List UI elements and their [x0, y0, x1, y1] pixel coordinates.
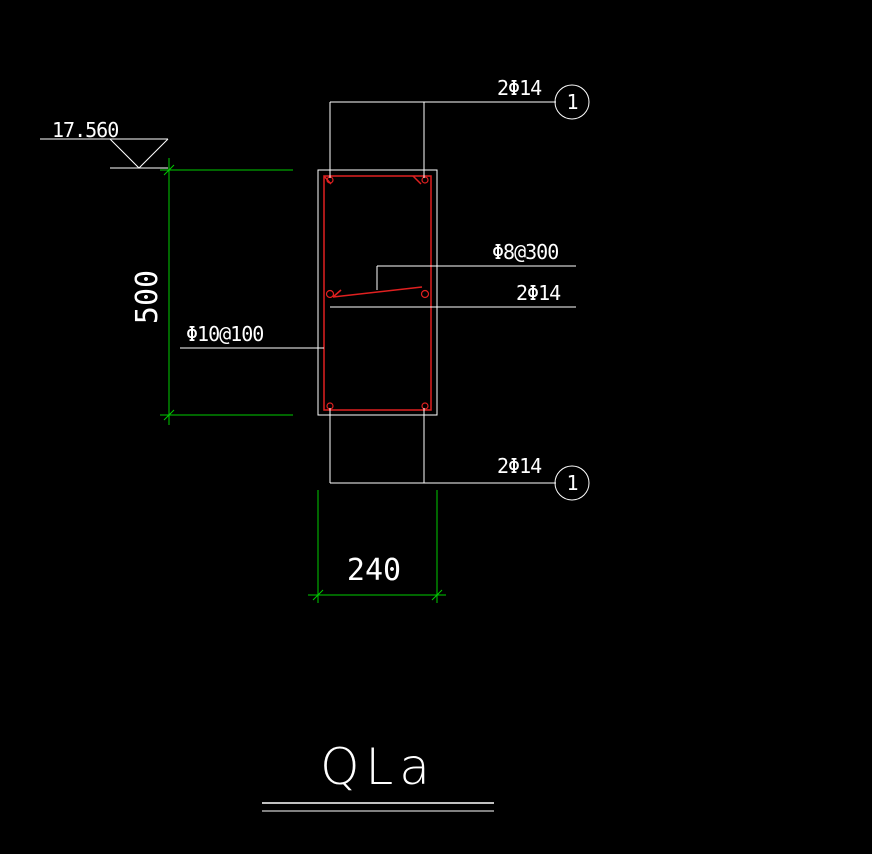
height-dimension-value: 500	[130, 270, 165, 324]
stirrup-hook-right	[412, 175, 422, 185]
section-mark-top-circle	[554, 84, 590, 120]
top-bars-leader	[329, 84, 590, 178]
elevation-mark: 17.560	[40, 118, 169, 169]
height-tick-bottom	[163, 409, 175, 421]
section-mark-bottom-number: 1	[566, 471, 577, 495]
middle-bars-callout: 2Φ14	[516, 281, 561, 305]
width-dimension-value: 240	[347, 553, 401, 588]
height-dimension	[160, 158, 293, 425]
elevation-triangle-icon	[109, 138, 169, 169]
bottom-bars-leader	[329, 408, 590, 501]
section-mark-top-number: 1	[566, 90, 577, 114]
drawing-title: QLa	[320, 738, 436, 796]
height-tick-top	[163, 164, 175, 176]
beam-outline	[317, 169, 438, 416]
rebar-bottom-right	[421, 402, 429, 410]
tie-hook-left	[332, 289, 342, 298]
rebar-middle-left	[325, 289, 335, 299]
elevation-value: 17.560	[52, 118, 118, 142]
stirrup	[323, 175, 432, 411]
rebar-middle-right	[420, 289, 430, 299]
width-tick-left	[312, 589, 324, 601]
top-bars-callout: 2Φ14	[497, 76, 542, 100]
rebar-top-right	[421, 176, 429, 184]
rebar-dots	[325, 176, 430, 410]
width-dimension	[308, 490, 446, 603]
middle-tie-leader	[376, 265, 576, 290]
stirrup-callout: Φ10@100	[186, 322, 263, 346]
width-tick-right	[431, 589, 443, 601]
section-mark-bottom-circle	[554, 465, 590, 501]
tie-bar	[332, 286, 423, 298]
middle-tie-callout: Φ8@300	[492, 240, 558, 264]
bottom-bars-callout: 2Φ14	[497, 454, 542, 478]
